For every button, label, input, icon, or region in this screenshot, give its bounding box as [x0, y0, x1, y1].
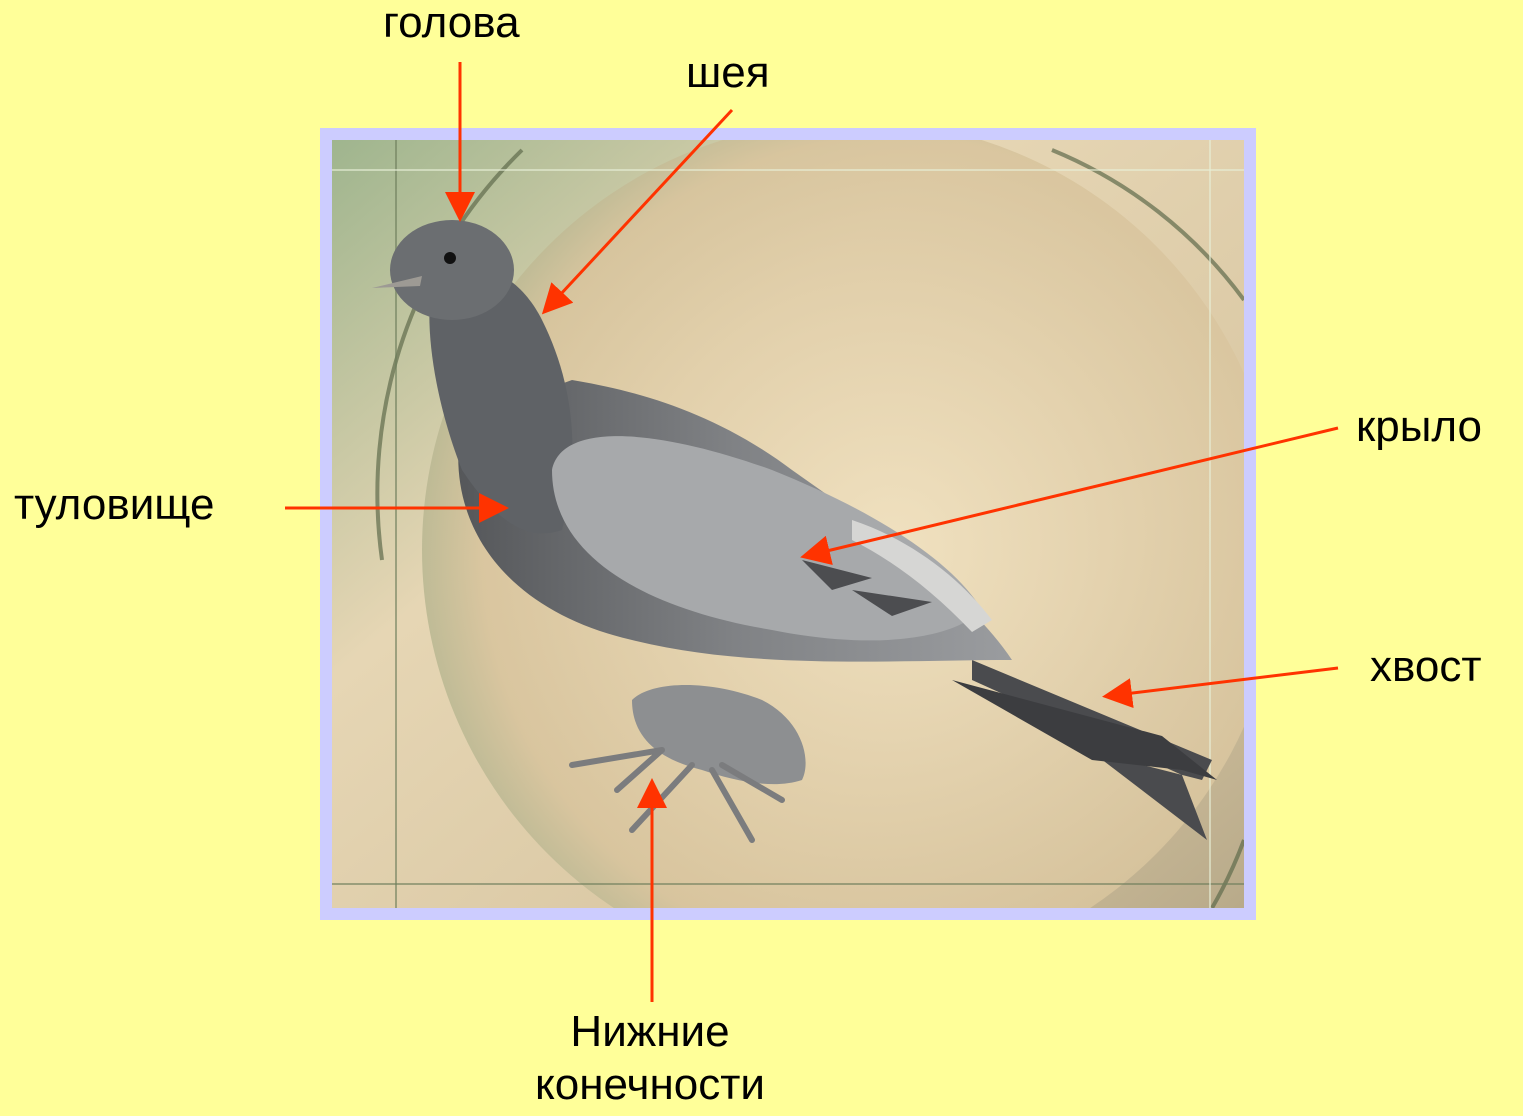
head-label: голова	[383, 0, 520, 50]
legs-label-line1: Нижние	[500, 1006, 800, 1059]
legs-label: Нижние конечности	[500, 1006, 800, 1112]
pigeon-photo	[320, 128, 1256, 920]
wing-label: крыло	[1356, 400, 1482, 454]
legs-label-line2: конечности	[500, 1059, 800, 1112]
tail-label: хвост	[1370, 640, 1482, 694]
body-label: туловище	[14, 478, 214, 532]
pigeon-illustration	[332, 140, 1244, 908]
neck-label: шея	[686, 46, 770, 100]
